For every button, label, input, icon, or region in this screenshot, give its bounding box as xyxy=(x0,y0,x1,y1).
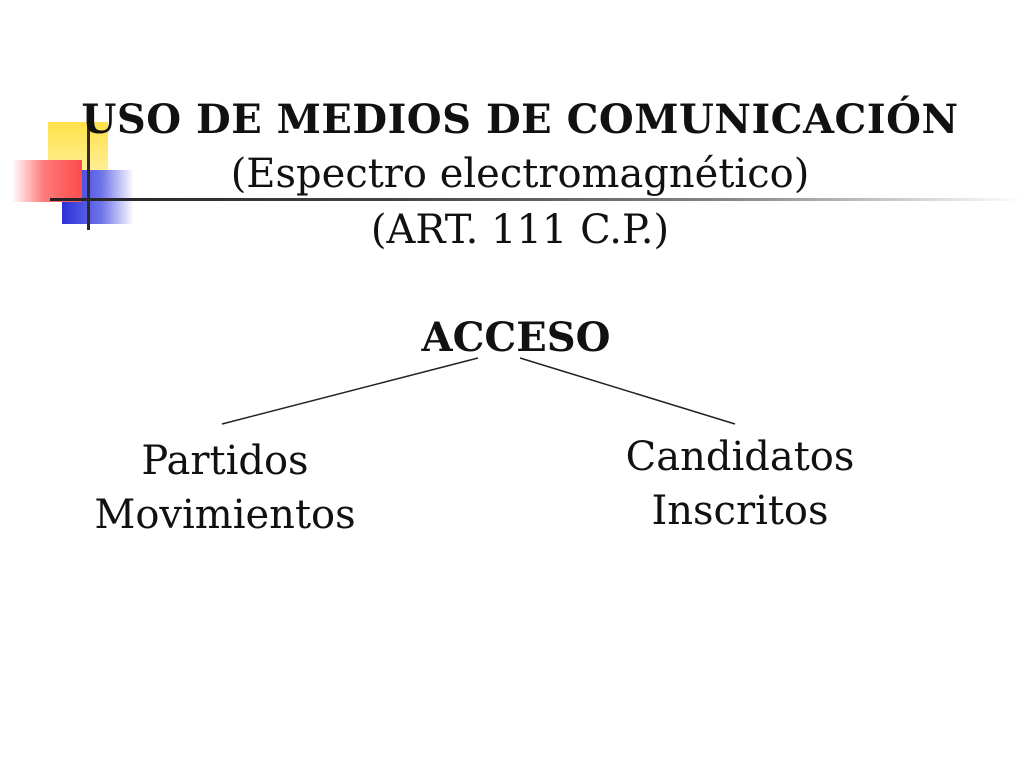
left-node-line-2: Movimientos xyxy=(94,492,356,538)
right-node-line-1: Candidatos xyxy=(625,434,855,480)
slide-subtitle-1: (Espectro electromagnético) xyxy=(230,151,810,197)
diagram-root-node: ACCESO xyxy=(421,314,611,361)
left-node-line-1: Partidos xyxy=(141,438,309,484)
diagram-child-node-left: Partidos Movimientos xyxy=(70,434,380,542)
diagram-child-node-right: Candidatos Inscritos xyxy=(590,430,890,538)
connector-left xyxy=(221,357,479,425)
slide-title: USO DE MEDIOS DE COMUNICACIÓN xyxy=(81,96,959,143)
right-node-line-2: Inscritos xyxy=(651,488,829,534)
slide-subtitle-2: (ART. 111 C.P.) xyxy=(370,207,670,253)
connector-right xyxy=(519,357,736,425)
